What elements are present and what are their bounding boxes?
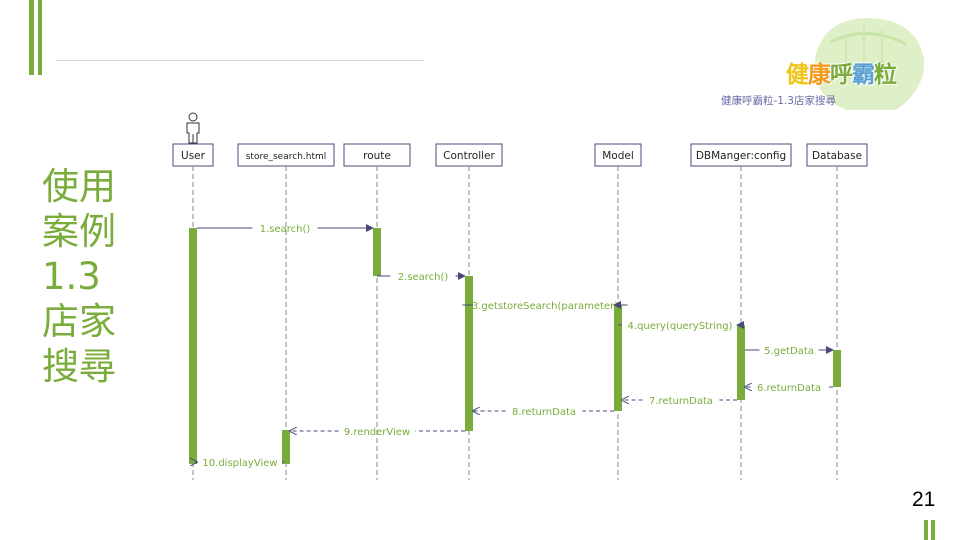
logo-char: 呼 (830, 62, 853, 88)
message: 9.renderView (290, 427, 465, 438)
activation-bar (465, 276, 473, 431)
slide-title: 使用 案例 1.3 店家 搜尋 (42, 164, 132, 389)
message: 8.returnData (473, 407, 614, 418)
logo-char: 健 (786, 62, 809, 88)
accent-bar-bottom-2 (931, 520, 935, 540)
message: 4.query(queryString) (618, 321, 744, 332)
app-logo: 健康呼霸粒 (786, 14, 936, 114)
activation-bar (373, 228, 381, 276)
activation-bar (737, 325, 745, 400)
lifeline: store_search.html (237, 143, 335, 480)
message-label: 7.returnData (649, 396, 713, 407)
activation-bar (614, 305, 622, 411)
sequence-diagram: User store_search.html route Controller Mode… (172, 112, 868, 480)
slide-title-line: 使用 (42, 165, 116, 208)
message-label: 1.search() (260, 224, 311, 235)
accent-bar-bottom-1 (924, 520, 928, 540)
lifeline-label: User (181, 150, 206, 162)
activation-bar (282, 430, 290, 464)
logo-wordmark: 健康呼霸粒 (786, 55, 897, 89)
leaf-logo-graphic (814, 18, 925, 110)
logo-char: 粒 (874, 62, 897, 88)
lifeline-label: route (363, 150, 391, 162)
lifeline-label: DBManger:config (696, 150, 786, 162)
message: 1.search() (197, 224, 374, 235)
message: 10.displayView (196, 458, 285, 469)
message: 5.getData (745, 346, 834, 357)
header-divider (56, 60, 424, 61)
slide-title-line: 店家 (42, 300, 116, 343)
lifeline-label: Controller (443, 150, 495, 162)
activation-bar (189, 228, 197, 464)
logo-caption: 健康呼霸粒-1.3店家搜尋 (721, 95, 836, 107)
page-number: 21 (912, 488, 936, 511)
message-label: 4.query(queryString) (628, 321, 733, 332)
logo-char: 康 (808, 62, 831, 88)
message-label: 9.renderView (344, 427, 410, 438)
message-label: 6.returnData (757, 383, 821, 394)
message-label: 3.getstoreSearch(parameter) (472, 301, 618, 312)
message: 7.returnData (622, 396, 737, 407)
message-label: 2.search() (398, 272, 449, 283)
lifeline: DBManger:config (690, 143, 792, 480)
message: 6.returnData (745, 383, 833, 394)
message: 3.getstoreSearch(parameter) (462, 301, 628, 312)
message: 2.search() (377, 272, 466, 283)
slide-title-line: 搜尋 (42, 345, 116, 388)
message-label: 8.returnData (512, 407, 576, 418)
lifeline-label: Database (812, 150, 862, 162)
logo-char: 霸 (852, 62, 875, 88)
lifeline-label: Model (602, 150, 634, 162)
accent-bar-left-1 (29, 0, 34, 75)
slide-title-line: 1.3 (42, 255, 101, 298)
activation-bar (833, 350, 841, 387)
person-icon (186, 112, 200, 144)
accent-bar-left-2 (38, 0, 42, 75)
slide-title-line: 案例 (42, 210, 116, 253)
message-label: 5.getData (764, 346, 814, 357)
lifeline: Model (594, 143, 642, 480)
lifeline: route (343, 143, 411, 480)
message-label: 10.displayView (202, 458, 277, 469)
lifeline-label: store_search.html (246, 152, 327, 162)
lifeline: Database (806, 143, 868, 480)
